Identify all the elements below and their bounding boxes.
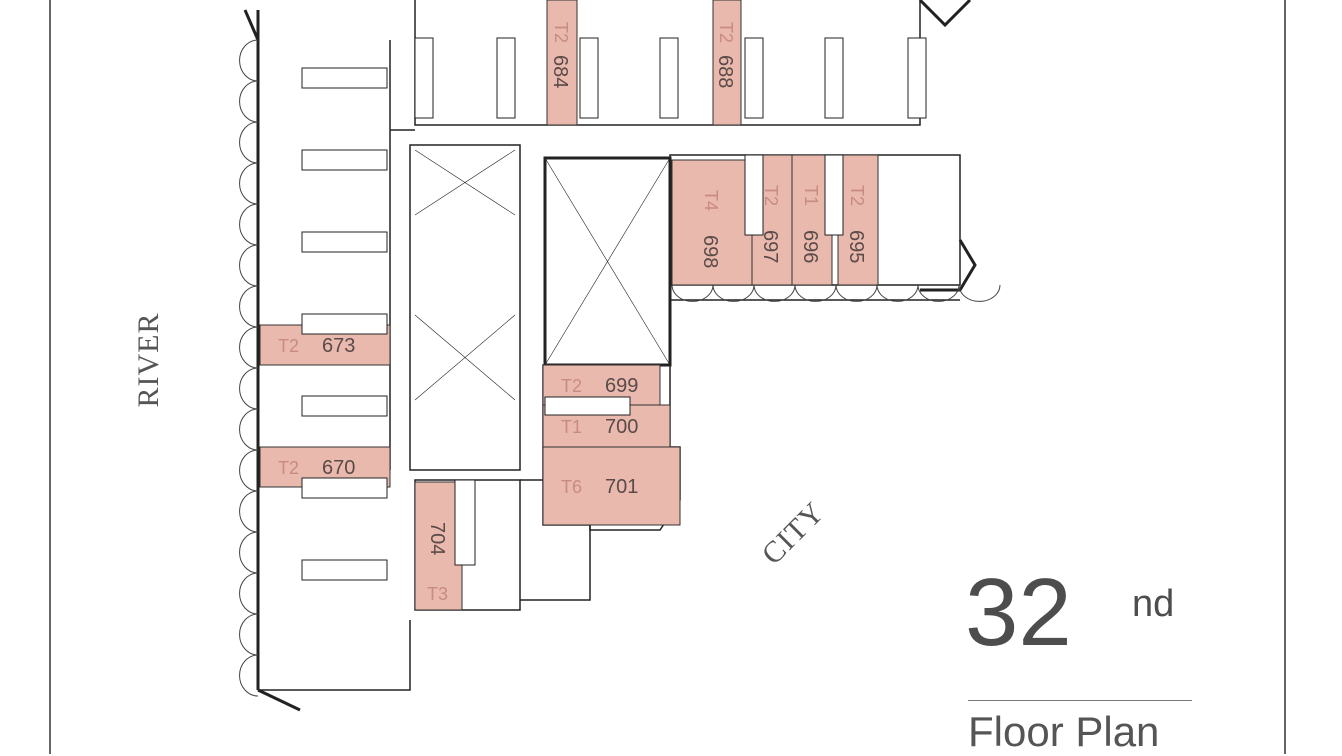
unit-area [414, 481, 463, 611]
title-divider [968, 700, 1192, 701]
bathroom-block [496, 37, 516, 119]
city-label: CITY [755, 495, 831, 571]
arch [753, 284, 796, 302]
bathroom-block [454, 479, 476, 566]
unit-area [712, 0, 742, 126]
floor-number: 32 [965, 559, 1072, 666]
bathroom-block [579, 37, 599, 119]
floor-plan-title: Floor Plan [968, 708, 1160, 755]
river-label: RIVER [132, 313, 165, 408]
arch [712, 284, 755, 302]
arch [239, 367, 259, 410]
arch [794, 284, 837, 302]
unit-type-label: T1 [801, 185, 821, 206]
bathroom-block [301, 313, 388, 335]
bathroom-block [301, 477, 388, 499]
unit-number-label: 684 [549, 55, 571, 88]
bathroom-block [544, 396, 631, 416]
bathroom-block [301, 231, 388, 253]
arch [239, 326, 259, 369]
unit-number-label: 699 [605, 375, 638, 397]
bathroom-block [824, 154, 844, 236]
bathroom-blocks [301, 37, 927, 581]
unit-type-label: T4 [701, 190, 721, 211]
arch [239, 80, 259, 123]
unit-type-label: T2 [847, 185, 867, 206]
unit-type-label: T1 [561, 417, 582, 437]
unit-number-label: 698 [699, 235, 721, 268]
arch [958, 284, 1001, 302]
bathroom-block [744, 37, 764, 119]
unit-type-label: T2 [278, 458, 299, 478]
unit-number-label: 673 [322, 335, 355, 357]
arch [239, 203, 259, 246]
unit-type-label: T3 [427, 584, 448, 604]
arch [671, 284, 714, 302]
bathroom-block [659, 37, 679, 119]
arch [239, 572, 259, 615]
unit-area [837, 154, 879, 286]
unit-number-label: 704 [426, 522, 448, 555]
unit-688[interactable]: T2 688 [712, 0, 742, 126]
arch [239, 244, 259, 287]
unit-type-label: T2 [561, 376, 582, 396]
unit-number-label: 701 [605, 476, 638, 498]
arch [239, 654, 259, 697]
bathroom-block [744, 154, 764, 236]
bathroom-block [301, 559, 388, 581]
unit-number-label: 688 [714, 55, 736, 88]
arch [239, 449, 259, 492]
unit-number-label: 697 [759, 230, 781, 263]
unit-type-label: T2 [278, 336, 299, 356]
arch [239, 162, 259, 205]
unit-area [546, 0, 578, 126]
arch [917, 284, 960, 302]
unit-number-label: 700 [605, 416, 638, 438]
arch [239, 408, 259, 451]
bathroom-block [907, 37, 927, 119]
arch [239, 613, 259, 656]
floor-suffix: nd [1132, 583, 1175, 625]
unit-701[interactable]: T6 701 [542, 446, 681, 526]
unit-area [671, 159, 753, 286]
unit-type-label: T2 [551, 22, 571, 43]
unit-number-label: 670 [322, 457, 355, 479]
bathroom-block [301, 67, 388, 89]
unit-area [542, 446, 681, 526]
bathroom-block [301, 149, 388, 171]
arch [239, 490, 259, 533]
bathroom-block [301, 395, 388, 417]
arch [835, 284, 878, 302]
balcony-arches [239, 39, 1001, 697]
arch [239, 285, 259, 328]
arch [239, 531, 259, 574]
unit-number-label: 696 [799, 230, 821, 263]
unit-684[interactable]: T2 684 [546, 0, 578, 126]
bathroom-block [414, 37, 434, 119]
unit-number-label: 695 [845, 230, 867, 263]
bathroom-block [824, 37, 844, 119]
unit-695[interactable]: T2 695 [837, 154, 879, 286]
unit-type-label: T2 [716, 22, 736, 43]
arch [876, 284, 919, 302]
unit-type-label: T2 [761, 185, 781, 206]
unit-698[interactable]: T4 698 [671, 159, 753, 286]
arch [239, 39, 259, 82]
arch [239, 121, 259, 164]
unit-type-label: T6 [561, 477, 582, 497]
